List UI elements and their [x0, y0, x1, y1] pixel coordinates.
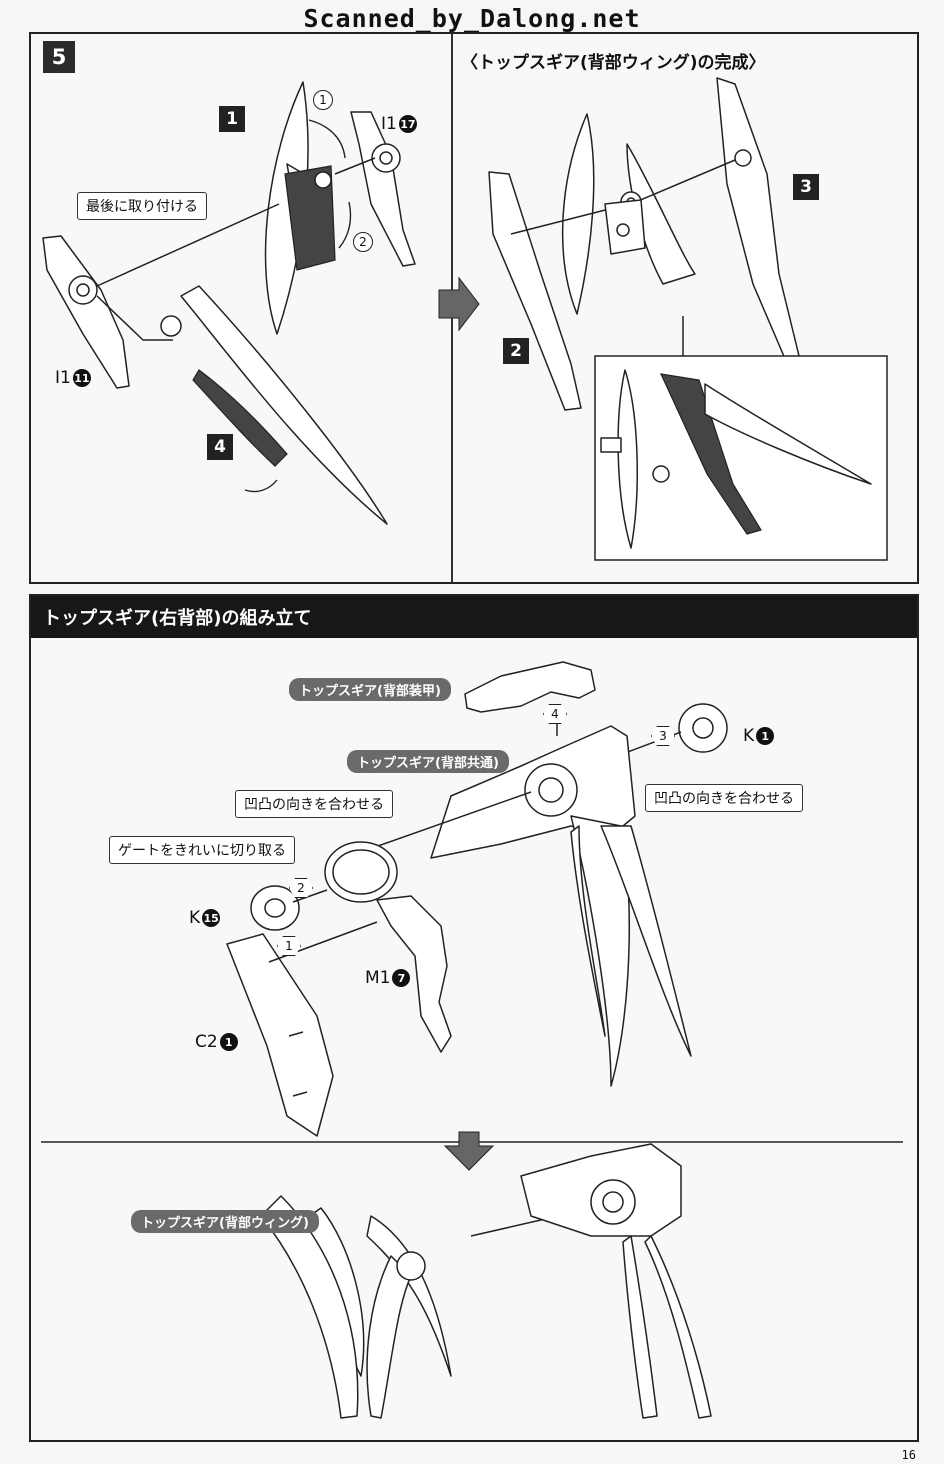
align-callout-left: 凹凸の向きを合わせる: [235, 790, 393, 818]
tag-back-armor: トップスギア(背部装甲): [289, 678, 451, 701]
assembly-step-2: 2: [289, 878, 313, 898]
part-i1-17-shape: [350, 111, 416, 267]
attach-last-callout: 最後に取り付ける: [77, 192, 207, 220]
step-number-badge: 5: [43, 41, 75, 73]
assembly-step-4: 4: [543, 704, 567, 724]
step-5-illustration: [42, 77, 888, 561]
align-callout-right: 凹凸の向きを合わせる: [645, 784, 803, 812]
detail-inset: [594, 355, 888, 561]
part-c21-shape: [226, 933, 334, 1137]
tag-back-common: トップスギア(背部共通): [347, 750, 509, 773]
page-number: 16: [901, 1448, 916, 1462]
assembly-step-3: 3: [651, 726, 675, 746]
scan-header: Scanned_by_Dalong.net: [0, 4, 944, 36]
badge-part-2: 2: [503, 338, 529, 364]
gate-callout: ゲートをきれいに切り取る: [109, 836, 295, 864]
badge-part-4: 4: [207, 434, 233, 460]
wing-blade-3: [716, 77, 802, 369]
rotate-step-1: 1: [313, 90, 333, 110]
part-m17-shape: [376, 895, 452, 1053]
badge-part-1: 1: [219, 106, 245, 132]
assembly-panel: トップスギア(右背部)の組み立て: [29, 594, 919, 1442]
hinge-block: [284, 165, 336, 271]
assembly-step-1: 1: [277, 936, 301, 956]
part-i1-11-shape: [42, 235, 130, 389]
wing-blade-2: [488, 171, 582, 411]
step-5-panel: 5 〈トップスギア(背部ウィング)の完成〉: [29, 32, 919, 584]
assembly-title: トップスギア(右背部)の組み立て: [31, 596, 917, 638]
completion-heading: 〈トップスギア(背部ウィング)の完成〉: [461, 53, 766, 73]
badge-part-3: 3: [793, 174, 819, 200]
rotate-step-2: 2: [353, 232, 373, 252]
down-arrow-icon: [443, 1131, 495, 1171]
assembly-illustration: [41, 661, 903, 1419]
tag-back-wing: トップスギア(背部ウィング): [131, 1210, 319, 1233]
wing-blade-4: [180, 285, 388, 525]
next-arrow-icon: [438, 276, 480, 332]
back-armor-shape: [464, 661, 596, 713]
